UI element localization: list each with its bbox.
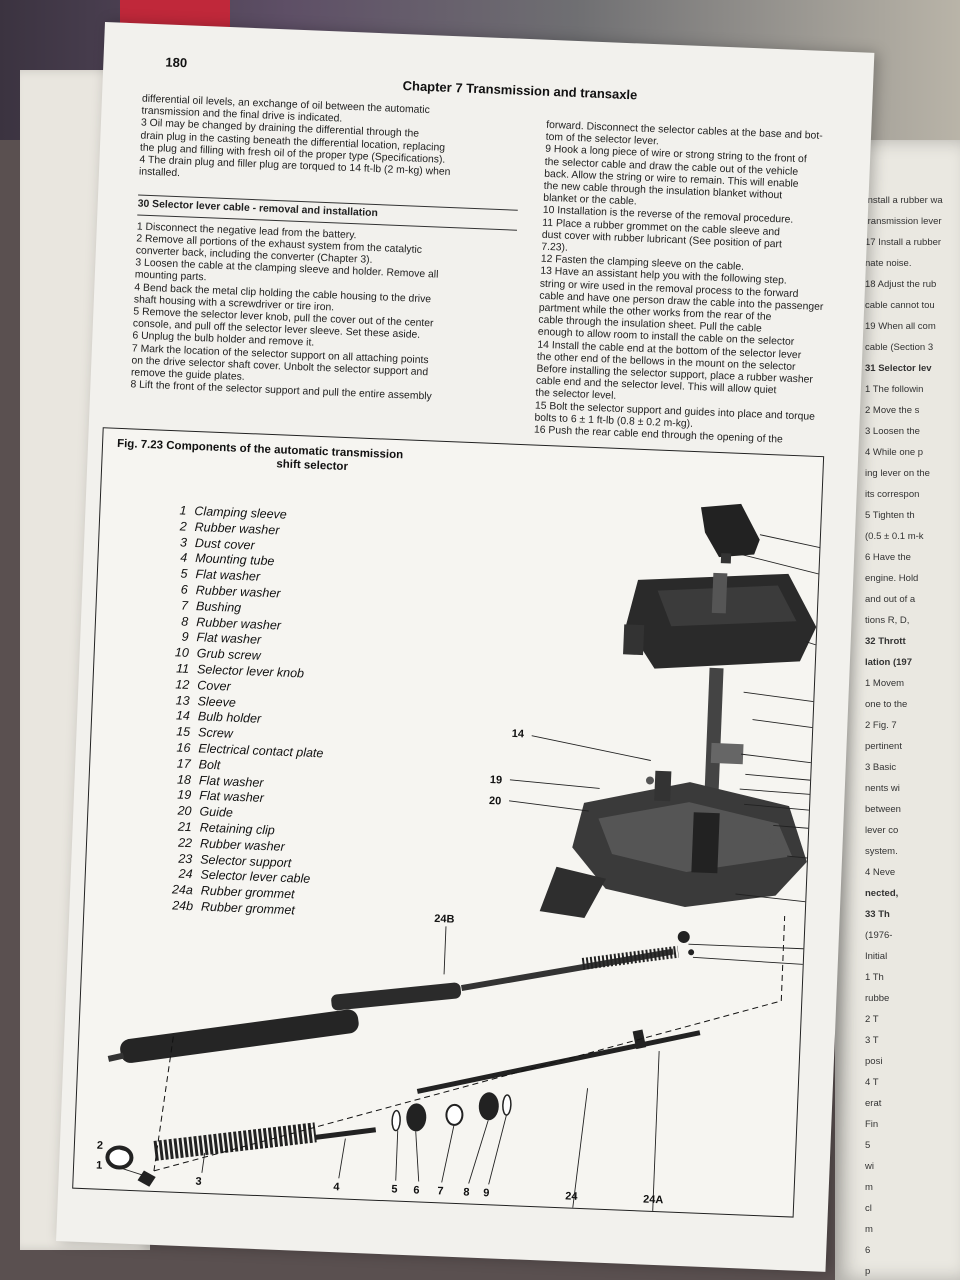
callout-24: 24 xyxy=(565,1190,579,1203)
exploded-diagram: 11 10 12 13 15 14 16 17 18 19 20 17 18 2… xyxy=(96,503,824,1211)
adjacent-text-fragment: p xyxy=(865,1266,871,1277)
procedure-steps: 1 Disconnect the negative lead from the … xyxy=(130,221,517,407)
intro-paragraph: differential oil levels, an exchange of … xyxy=(139,94,522,195)
adjacent-text-fragment: and out of a xyxy=(865,594,916,605)
adjacent-text-fragment: 5 xyxy=(865,1140,871,1151)
adjacent-text-fragment: lever co xyxy=(865,825,899,836)
adjacent-text-fragment: 2 Move the s xyxy=(865,405,920,416)
adjacent-text-fragment: 6 xyxy=(865,1245,871,1256)
callout-24b: 24B xyxy=(434,913,455,926)
callout-24a: 24A xyxy=(643,1194,664,1207)
adjacent-page: Install a rubber wa transmission lever 17 … xyxy=(835,140,960,1280)
adjacent-text-fragment: Fin xyxy=(865,1119,879,1130)
adjacent-text-fragment: Initial xyxy=(865,951,888,962)
chapter-title: Chapter 7 Transmission and transaxle xyxy=(402,78,638,103)
adjacent-text-fragment: 4 While one p xyxy=(865,447,924,458)
adjacent-text-fragment: erat xyxy=(865,1098,882,1109)
adjacent-text-fragment: 32 Thrott xyxy=(865,636,906,647)
adjacent-text-fragment: its correspon xyxy=(865,489,920,500)
adjacent-text-fragment: 3 T xyxy=(865,1035,879,1046)
adjacent-text-fragment: nected, xyxy=(865,888,899,899)
adjacent-text-fragment: nents wi xyxy=(865,783,900,794)
callout-1: 1 xyxy=(96,1160,103,1172)
adjacent-text-fragment: 3 Basic xyxy=(865,762,897,773)
adjacent-text-fragment: cable (Section 3 xyxy=(865,342,934,353)
callout-21: 21 xyxy=(820,960,823,972)
page-number: 180 xyxy=(165,54,188,71)
cover-drawing xyxy=(623,572,817,669)
callout-2: 2 xyxy=(97,1140,104,1152)
adjacent-text-fragment: (1976- xyxy=(865,930,893,941)
adjacent-text-fragment: 1 Movem xyxy=(865,678,905,689)
adjacent-text-fragment: 1 The followin xyxy=(865,384,924,395)
adjacent-text-fragment: 4 T xyxy=(865,1077,879,1088)
adjacent-text-fragment: 6 Have the xyxy=(865,552,911,563)
adjacent-text-fragment: one to the xyxy=(865,699,908,710)
adjacent-text-fragment: m xyxy=(865,1182,873,1193)
callout-9: 9 xyxy=(483,1187,490,1199)
right-column: forward. Disconnect the selector cables … xyxy=(534,120,836,449)
adjacent-text-fragment: 2 T xyxy=(865,1014,879,1025)
adjacent-text-fragment: ing lever on the xyxy=(865,468,930,479)
adjacent-text-fragment: (0.5 ± 0.1 m-k xyxy=(865,531,924,542)
adjacent-text-fragment: 33 Th xyxy=(865,909,890,920)
adjacent-text-fragment: Install a rubber wa xyxy=(865,195,943,206)
adjacent-text-fragment: lation (197 xyxy=(865,657,912,668)
adjacent-text-fragment: 4 Neve xyxy=(865,867,896,878)
adjacent-text-fragment: 18 Adjust the rub xyxy=(865,279,937,290)
adjacent-text-fragment: tions R, D, xyxy=(865,615,910,626)
callout-6: 6 xyxy=(413,1184,420,1196)
callout-5: 5 xyxy=(391,1183,398,1195)
adjacent-text-fragment: 19 When all com xyxy=(865,321,936,332)
callout-8: 8 xyxy=(463,1186,470,1198)
adjacent-text-fragment: cl xyxy=(865,1203,872,1214)
adjacent-text-fragment: rubbe xyxy=(865,993,890,1004)
adjacent-text-fragment: nate noise. xyxy=(865,258,912,269)
adjacent-text-fragment: 2 Fig. 7 xyxy=(865,720,897,731)
adjacent-text-fragment: 17 Install a rubber xyxy=(865,237,942,248)
adjacent-text-fragment: 5 Tighten th xyxy=(865,510,915,521)
callout-22: 22 xyxy=(821,944,823,956)
adjacent-text-fragment: posi xyxy=(865,1056,883,1067)
callout-7: 7 xyxy=(437,1185,444,1197)
figure-7-23: Fig. 7.23 Components of the automatic tr… xyxy=(72,427,825,1218)
adjacent-text-fragment: between xyxy=(865,804,901,815)
callout-3: 3 xyxy=(195,1176,202,1188)
callout-labels: 11 10 12 13 15 14 16 17 18 19 20 17 18 2… xyxy=(96,728,823,1207)
adjacent-text-fragment: wi xyxy=(865,1161,874,1172)
adjacent-text-fragment: system. xyxy=(865,846,898,857)
callout-19: 19 xyxy=(490,774,503,786)
callout-14: 14 xyxy=(512,728,526,741)
sleeve-drawing xyxy=(704,667,724,804)
cable-assembly-drawing xyxy=(105,915,786,1187)
adjacent-text-fragment: 3 Loosen the xyxy=(865,426,920,437)
adjacent-text-fragment: m xyxy=(865,1224,873,1235)
callout-20a: 20 xyxy=(489,795,502,807)
callout-4: 4 xyxy=(333,1181,340,1193)
manual-page: 180 Chapter 7 Transmission and transaxle… xyxy=(56,22,875,1272)
adjacent-text-fragment: 1 Th xyxy=(865,972,884,983)
adjacent-text-fragment: 31 Selector lev xyxy=(865,363,932,374)
adjacent-text-fragment: transmission lever xyxy=(865,216,942,227)
adjacent-text-fragment: engine. Hold xyxy=(865,573,919,584)
adjacent-text-fragment: pertinent xyxy=(865,741,902,752)
selector-lever-knob-drawing xyxy=(701,503,760,564)
left-column: differential oil levels, an exchange of … xyxy=(130,94,522,407)
adjacent-text-fragment: cable cannot tou xyxy=(865,300,935,311)
selector-support-drawing xyxy=(539,742,807,956)
